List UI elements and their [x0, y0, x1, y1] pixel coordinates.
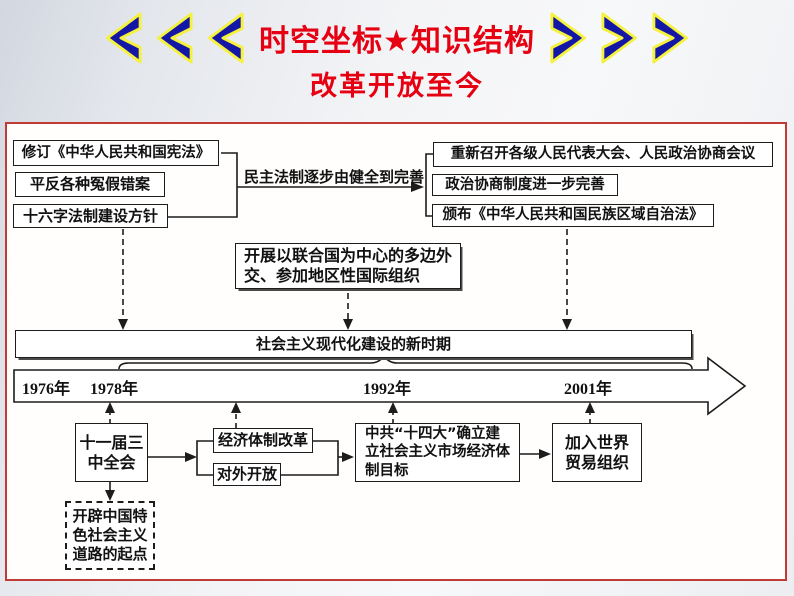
page-subtitle: 改革开放至今: [310, 71, 484, 102]
header: 时空坐标★知识结构: [0, 12, 794, 64]
chevrons-right: [549, 12, 699, 64]
chevron-left-icon: [157, 12, 193, 64]
box-autonomy-law: 颁布《中华人民共和国民族区域自治法》: [432, 204, 714, 227]
box-socialism-path: 开辟中国特 色社会主义 道路的起点: [65, 501, 155, 570]
box-constitution-revision: 修订《中华人民共和国宪法》: [13, 140, 219, 166]
year-label: 1992年: [363, 381, 412, 398]
box-14th-congress: 中共“十四大”确立建 立社会主义市场经济体 制目标: [355, 423, 520, 482]
year-label: 2001年: [564, 381, 613, 398]
box-peoples-congress: 重新召开各级人民代表大会、人民政治协商会议: [433, 142, 773, 167]
chevron-left-icon: [208, 12, 244, 64]
box-opening-up: 对外开放: [213, 463, 281, 486]
box-wto: 加入世界 贸易组织: [552, 423, 642, 482]
year-label: 1976年: [22, 381, 71, 398]
chevron-left-icon: [106, 12, 142, 64]
box-third-plenum: 十一届三 中全会: [75, 423, 148, 482]
box-economic-reform: 经济体制改革: [213, 428, 313, 453]
chevron-right-icon: [652, 12, 688, 64]
box-legal-principle: 十六字法制建设方针: [13, 204, 168, 228]
chevron-right-icon: [601, 12, 637, 64]
box-redress-cases: 平反各种冤假错案: [15, 172, 165, 197]
year-label: 1978年: [90, 381, 139, 398]
box-un-diplomacy: 开展以联合国为中心的多边外 交、参加地区性国际组织: [235, 243, 461, 289]
label-democracy-legal: 民主法制逐步由健全到完善: [244, 168, 425, 186]
chevrons-left: [95, 12, 245, 64]
chevron-right-icon: [550, 12, 586, 64]
period-band: 社会主义现代化建设的新时期: [15, 330, 692, 358]
page-title: 时空坐标★知识结构: [259, 24, 535, 59]
timeline-arrow: [13, 356, 747, 416]
box-cppcc-improve: 政治协商制度进一步完善: [432, 174, 618, 196]
